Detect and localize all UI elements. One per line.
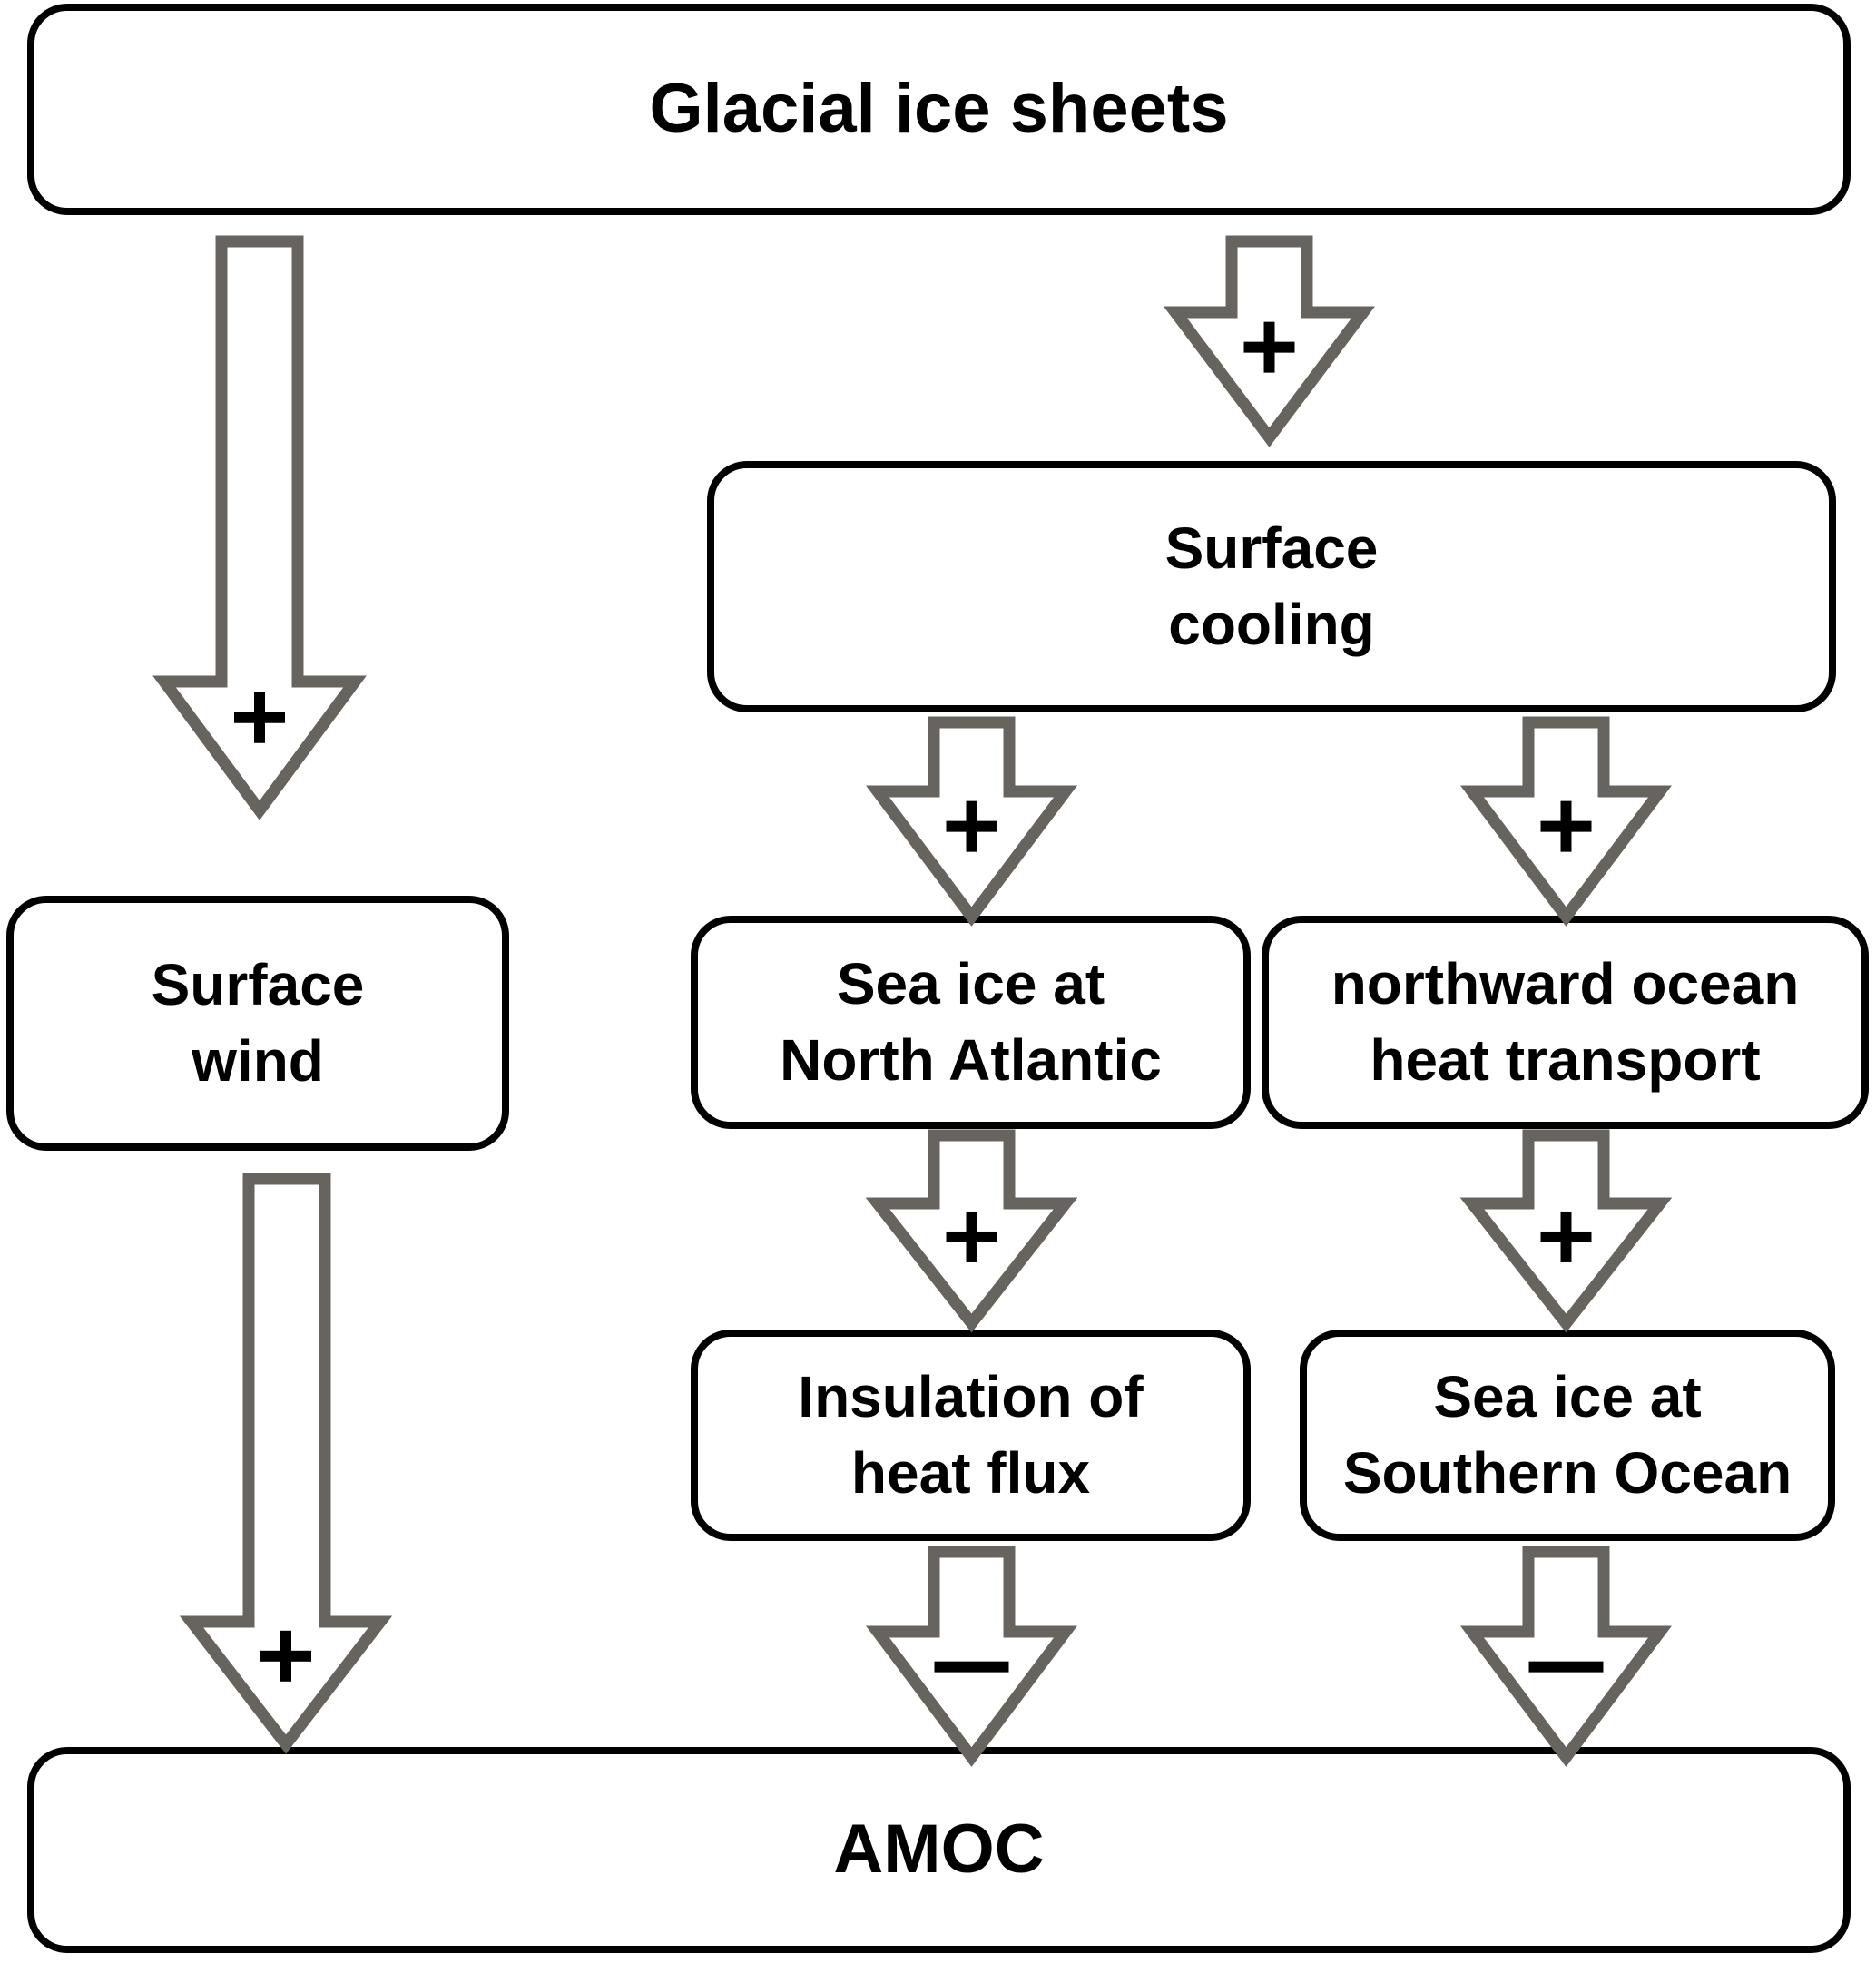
arrow-positive [865, 1129, 1078, 1333]
node-label: AMOC [833, 1811, 1045, 1889]
node-amoc: AMOC [27, 1747, 1851, 1953]
arrow-positive [1164, 235, 1375, 447]
plus-icon [1540, 1211, 1592, 1262]
node-label: Sea ice at North Atlantic [780, 951, 1162, 1093]
node-insulation-of-heat-flux: Insulation of heat flux [691, 1330, 1251, 1541]
node-sea-ice-north-atlantic: Sea ice at North Atlantic [691, 916, 1251, 1129]
node-label: northward ocean heat transport [1331, 951, 1800, 1093]
node-label: Surface wind [151, 952, 365, 1094]
arrow-negative [866, 1546, 1077, 1767]
plus-icon [946, 800, 997, 852]
arrow-positive [1460, 716, 1672, 927]
node-label: Sea ice at Southern Ocean [1342, 1364, 1793, 1506]
plus-icon [946, 1211, 997, 1262]
arrow-positive [866, 716, 1077, 927]
arrow-shape [152, 235, 367, 820]
node-sea-ice-southern-ocean: Sea ice at Southern Ocean [1300, 1330, 1835, 1541]
plus-icon [1540, 800, 1592, 852]
arrow-shape [866, 716, 1077, 927]
node-label: Surface cooling [1164, 515, 1379, 657]
arrow-shape [865, 1129, 1078, 1333]
arrow-positive [179, 1173, 393, 1754]
node-label: Glacial ice sheets [649, 70, 1229, 148]
node-label: Insulation of heat flux [798, 1364, 1144, 1506]
node-glacial-ice-sheets: Glacial ice sheets [27, 4, 1851, 215]
arrow-shape [866, 1546, 1077, 1767]
arrow-shape [1460, 1546, 1672, 1767]
arrow-shape [179, 1173, 393, 1754]
arrow-negative [1460, 1546, 1672, 1767]
arrow-positive [1459, 1129, 1673, 1333]
node-surface-wind: Surface wind [6, 896, 509, 1151]
node-northward-ocean-heat-transport: northward ocean heat transport [1262, 916, 1869, 1129]
plus-icon [1243, 321, 1295, 373]
plus-icon [260, 1630, 311, 1682]
minus-icon [934, 1661, 1009, 1673]
node-surface-cooling: Surface cooling [707, 461, 1836, 712]
arrow-shape [1460, 716, 1672, 927]
plus-icon [234, 692, 285, 743]
arrow-shape [1164, 235, 1375, 447]
arrow-shape [1459, 1129, 1673, 1333]
arrow-positive [152, 235, 367, 820]
minus-icon [1528, 1661, 1604, 1673]
